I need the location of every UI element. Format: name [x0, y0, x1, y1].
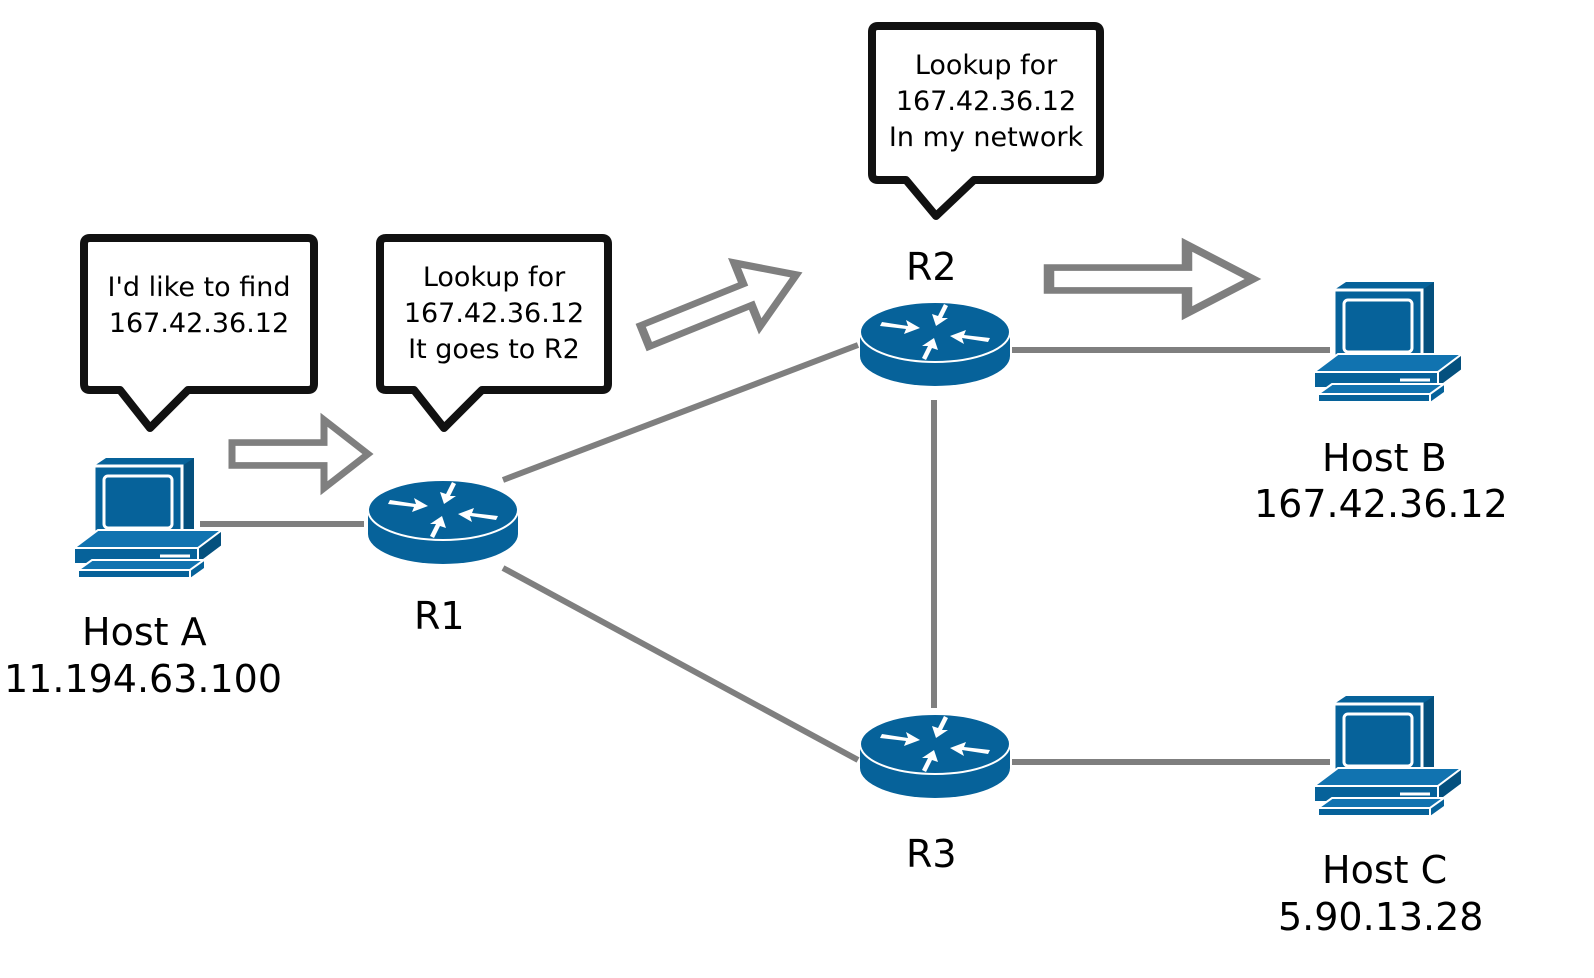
bubble-r1 — [376, 234, 612, 432]
router-r1-icon[interactable] — [367, 479, 519, 565]
host-a-name: Host A — [82, 610, 207, 654]
r2-label: R2 — [906, 245, 957, 289]
host-b-ip: 167.42.36.12 — [1254, 482, 1508, 526]
bubble-r1-line-2: 167.42.36.12 — [403, 298, 585, 329]
r3-label: R3 — [906, 832, 957, 876]
bubble-host-a-text: I'd like to find 167.42.36.12 — [84, 270, 314, 342]
host-b-name: Host B — [1322, 436, 1447, 480]
bubble-r2-line-1: Lookup for — [914, 50, 1058, 81]
host-a-icon[interactable] — [72, 456, 224, 580]
links — [200, 342, 1330, 765]
router-r3-icon[interactable] — [859, 713, 1011, 799]
bubble-r2-line-2: 167.42.36.12 — [895, 86, 1077, 117]
bubble-host-a-line-1: I'd like to find — [107, 272, 291, 303]
flow-arrow-r1-r2 — [632, 243, 809, 368]
router-r2-icon[interactable] — [859, 301, 1011, 387]
host-c-ip: 5.90.13.28 — [1278, 895, 1484, 939]
host-c-name: Host C — [1322, 848, 1448, 892]
r1-label: R1 — [414, 594, 465, 638]
bubble-host-a-line-2: 167.42.36.12 — [108, 308, 290, 339]
bubble-r2-text: Lookup for 167.42.36.12 In my network — [872, 48, 1100, 156]
bubble-r1-line-3: It goes to R2 — [408, 334, 580, 365]
flow-arrow-hosta-r1 — [232, 420, 368, 488]
bubble-host-a — [80, 234, 318, 432]
host-c-icon[interactable] — [1312, 694, 1464, 818]
host-b-icon[interactable] — [1312, 280, 1464, 404]
link-r1-r3 — [501, 565, 860, 763]
bubble-r1-text: Lookup for 167.42.36.12 It goes to R2 — [380, 260, 608, 368]
flow-arrow-r2-hostb — [1049, 245, 1253, 313]
link-r1-r2 — [501, 342, 860, 483]
bubble-r1-line-1: Lookup for — [422, 262, 566, 293]
bubble-r2 — [868, 22, 1104, 220]
bubble-r2-line-3: In my network — [888, 122, 1084, 153]
host-a-ip: 11.194.63.100 — [4, 657, 283, 701]
